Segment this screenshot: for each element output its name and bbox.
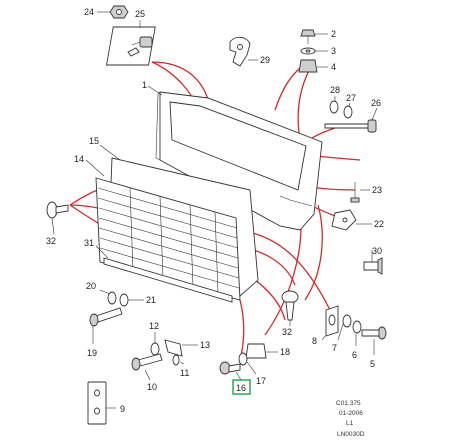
part-17-washer [238, 352, 257, 375]
callout-16[interactable]: 16 [236, 383, 246, 393]
callout-26[interactable]: 26 [371, 98, 381, 108]
part-24-nut [97, 5, 129, 19]
part-32-push-rivet-left [46, 201, 69, 235]
part-4-clip-nut [298, 59, 328, 73]
part-28-washer [329, 96, 339, 114]
callout-4[interactable]: 4 [331, 62, 336, 72]
grille-slats [97, 187, 240, 295]
callout-20[interactable]: 20 [86, 281, 96, 291]
part-8-clip [321, 305, 339, 341]
callout-24[interactable]: 24 [84, 7, 94, 17]
callout-11[interactable]: 11 [180, 368, 189, 378]
part-3-washer [300, 47, 328, 55]
callout-32-right[interactable]: 32 [282, 327, 292, 337]
callout-6[interactable]: 6 [352, 350, 357, 360]
callout-22[interactable]: 22 [374, 219, 384, 229]
callout-28[interactable]: 28 [330, 85, 340, 95]
callout-23[interactable]: 23 [372, 185, 382, 195]
part-25-lock-kit [106, 20, 156, 66]
diagram-caption: C01.375 01-2006 L1 LN0030D [336, 400, 365, 438]
caption-level: L1 [346, 420, 354, 427]
callout-32-left[interactable]: 32 [46, 236, 56, 246]
callout-30[interactable]: 30 [372, 246, 382, 256]
callout-7[interactable]: 7 [332, 343, 337, 353]
callout-21[interactable]: 21 [146, 295, 156, 305]
highlight-box-16 [232, 379, 251, 395]
part-32-push-rivet-right [281, 290, 299, 326]
callout-29[interactable]: 29 [260, 55, 270, 65]
part-7-washer [337, 314, 352, 341]
part-19-bolt [89, 307, 123, 344]
part-11-washer [172, 354, 185, 366]
part-31-lower-strip [95, 245, 233, 303]
callout-17[interactable]: 17 [256, 376, 266, 386]
callout-19[interactable]: 19 [87, 348, 97, 358]
caption-code: LN0030D [337, 431, 365, 438]
callout-13[interactable]: 13 [200, 340, 210, 350]
part-29-catch [229, 36, 258, 67]
part-6-washer [352, 320, 362, 346]
callout-8[interactable]: 8 [312, 336, 317, 346]
part-16-screw [219, 361, 242, 381]
part-20-washer [99, 289, 117, 305]
part-27-washer [343, 102, 353, 119]
part-9-plate [87, 381, 116, 425]
callout-12[interactable]: 12 [149, 321, 159, 331]
part-5-bolt [361, 326, 387, 355]
callout-labels: 24 25 2 3 4 29 1 28 27 26 15 14 23 32 22… [46, 7, 384, 414]
part-26-bolt [324, 107, 378, 133]
part-18-clip-nut [245, 343, 278, 359]
callout-27[interactable]: 27 [346, 93, 356, 103]
callout-5[interactable]: 5 [370, 359, 375, 369]
fixing-link-lines [69, 61, 361, 361]
part-13-clip [164, 339, 198, 357]
callout-9[interactable]: 9 [120, 404, 125, 414]
part-10-bolt [131, 353, 163, 381]
part-30-rivet [363, 250, 383, 275]
part-21-washer [119, 293, 144, 307]
callout-25[interactable]: 25 [135, 9, 145, 19]
caption-date: 01-2006 [339, 410, 363, 417]
callout-31[interactable]: 31 [84, 238, 94, 248]
callout-18[interactable]: 18 [280, 347, 290, 357]
part-1-grille-surround-panel [147, 85, 323, 231]
callout-2[interactable]: 2 [331, 29, 336, 39]
part-12-washer [150, 332, 160, 356]
part-23-stud [350, 182, 370, 203]
part-22-bracket [331, 209, 372, 231]
caption-ref: C01.375 [336, 400, 361, 407]
callout-3[interactable]: 3 [331, 46, 336, 56]
part-2-screw [300, 29, 328, 44]
callout-15[interactable]: 15 [89, 136, 99, 146]
callout-10[interactable]: 10 [147, 382, 157, 392]
callout-1[interactable]: 1 [142, 80, 147, 90]
callout-14[interactable]: 14 [74, 154, 84, 164]
